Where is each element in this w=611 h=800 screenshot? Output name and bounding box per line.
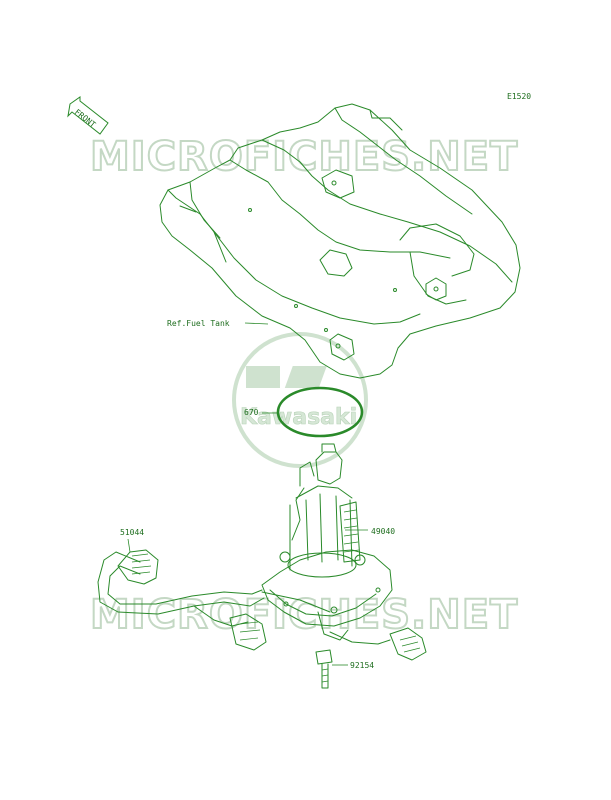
fuel-pump-49040 <box>261 443 427 661</box>
label-49040: 49040 <box>371 527 395 536</box>
leader-51044 <box>127 538 131 553</box>
lead-harness-51044 <box>97 549 267 651</box>
front-arrow-icon: FRONT <box>67 96 109 135</box>
kawasaki-logo-watermark: Kawasaki <box>232 332 368 468</box>
bolt-92154 <box>315 649 333 689</box>
logo-text: Kawasaki <box>240 405 357 430</box>
label-92154: 92154 <box>350 661 374 670</box>
leader-ref-fuel-tank <box>244 322 269 325</box>
watermark-top: MICROFICHES.NET <box>90 134 518 180</box>
watermark-bottom: MICROFICHES.NET <box>90 592 518 638</box>
label-51044: 51044 <box>120 528 144 537</box>
label-ref-fuel-tank: Ref.Fuel Tank <box>167 319 230 328</box>
diagram-code: E1520 <box>507 92 531 101</box>
label-670: 670 <box>244 408 259 417</box>
fuel-tank-outline <box>159 103 521 379</box>
o-ring-670 <box>276 386 364 438</box>
